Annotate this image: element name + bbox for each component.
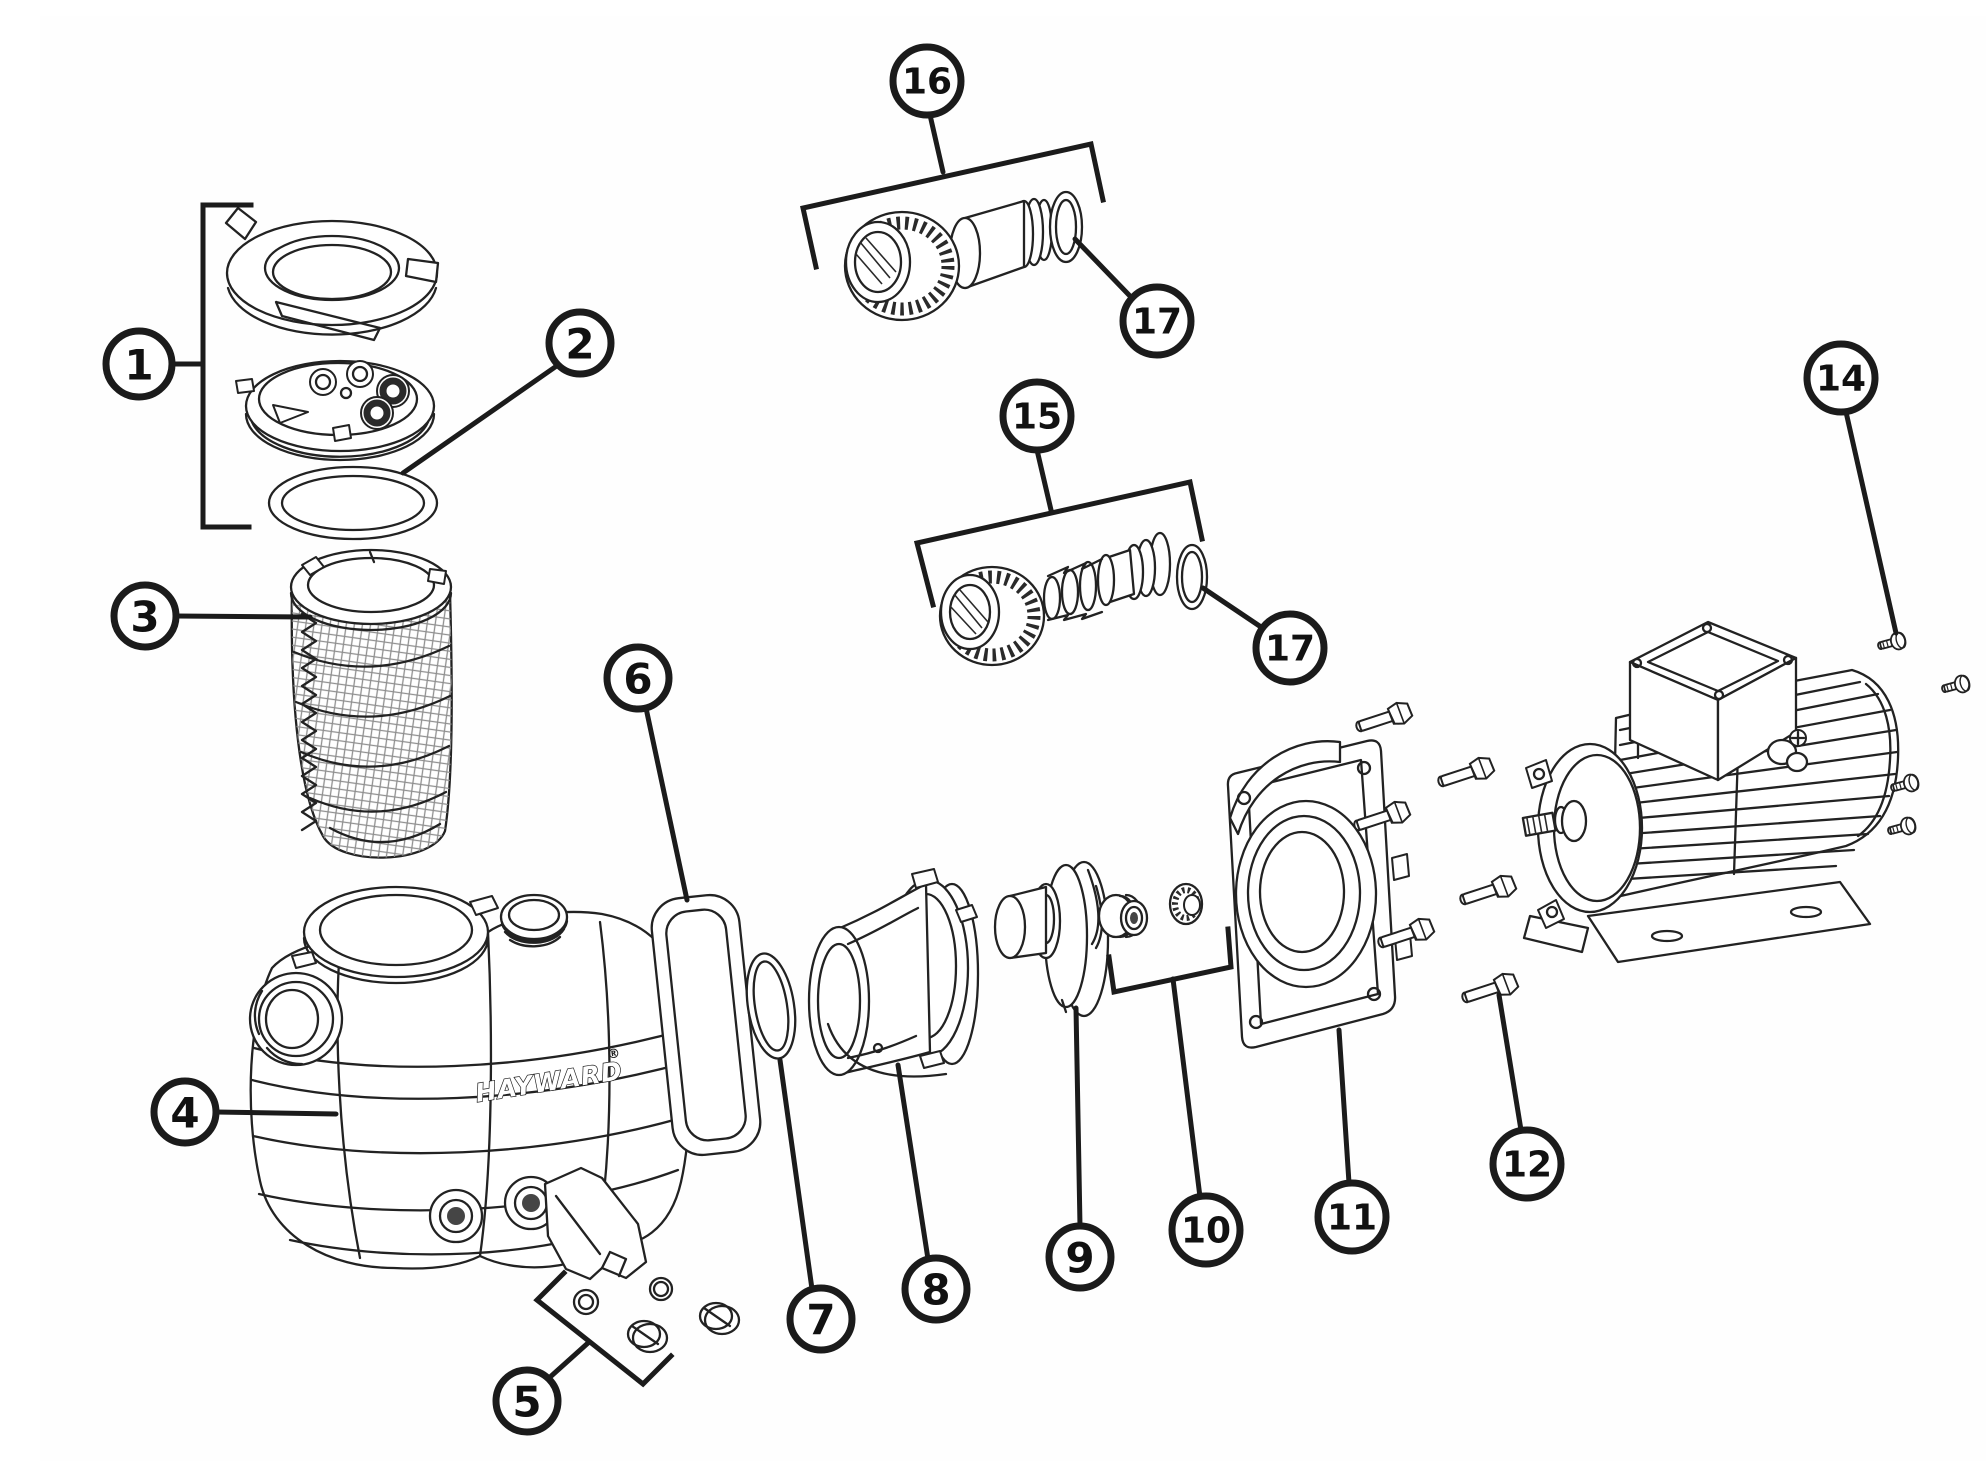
callout-bubble	[1168, 1192, 1244, 1268]
drain-plug-kit	[572, 1276, 741, 1354]
callout-bubble	[110, 581, 180, 651]
callout-leader-line	[173, 613, 313, 620]
callout-3: 3	[110, 581, 313, 651]
callout-number: 17	[1132, 302, 1182, 343]
callout-leader-line	[1496, 992, 1524, 1133]
callout-5: 5	[492, 1269, 675, 1436]
callout-bubble	[102, 327, 176, 401]
callout-leader-line	[895, 1062, 931, 1262]
union-nut-hose-assembly	[938, 531, 1209, 667]
callout-leader-line	[1072, 236, 1132, 298]
callout-14: 14	[1803, 340, 1899, 636]
callout-number: 5	[512, 1378, 541, 1427]
callout-bubble	[1803, 340, 1879, 416]
callout-bubble	[1314, 1179, 1390, 1255]
callout-bubble	[1045, 1222, 1115, 1292]
housing-gasket	[650, 893, 762, 1157]
callout-bubble	[492, 1366, 562, 1436]
callout-17a: 17	[1072, 236, 1195, 359]
cover-oring	[267, 465, 439, 541]
callout-leader-line	[1170, 976, 1203, 1200]
callout-6: 6	[603, 643, 690, 903]
callout-number: 6	[623, 655, 652, 704]
callout-bubble	[545, 308, 615, 378]
strainer-cover-lid	[235, 359, 436, 462]
lock-ring	[224, 206, 440, 342]
callout-10: 10	[1106, 926, 1244, 1268]
callout-leader-line	[1336, 1027, 1352, 1186]
callout-leader-line	[1073, 1005, 1083, 1229]
callout-12: 12	[1489, 992, 1565, 1202]
callout-number: 4	[170, 1089, 199, 1138]
diffuser	[807, 868, 980, 1078]
callout-bubble	[901, 1254, 971, 1324]
callout-number: 17	[1265, 629, 1315, 670]
callout-2: 2	[400, 308, 615, 476]
callout-15: 15	[913, 378, 1205, 609]
callout-4: 4	[150, 1077, 339, 1147]
seal-plate	[1226, 739, 1413, 1049]
exploded-parts-diagram: HAYWARD ®	[40, 16, 1986, 1461]
callout-1: 1	[102, 202, 254, 530]
callout-bubble	[150, 1077, 220, 1147]
callout-7: 7	[777, 1057, 856, 1354]
callout-bracket	[913, 479, 1205, 609]
callout-bubble	[1119, 283, 1195, 359]
impeller	[993, 860, 1110, 1018]
brand-reg-mark: ®	[606, 1046, 621, 1063]
callout-leader-line	[400, 362, 561, 476]
union-nut-slip-assembly	[843, 190, 1084, 322]
pump-housing: HAYWARD ®	[248, 885, 692, 1281]
callout-number: 3	[130, 593, 159, 642]
callout-bubble	[1252, 610, 1328, 686]
callout-bubble	[786, 1284, 856, 1354]
callout-number: 7	[806, 1296, 835, 1345]
callout-leader-line	[1034, 447, 1054, 513]
callout-number: 9	[1065, 1234, 1094, 1283]
callout-9: 9	[1045, 1005, 1115, 1292]
callout-bracket	[1106, 926, 1234, 996]
callout-number: 1	[124, 341, 153, 390]
callout-leader-line	[1200, 585, 1264, 630]
callout-leader-line	[643, 705, 690, 903]
callout-leader-line	[1843, 409, 1899, 636]
callout-leader-line	[927, 112, 946, 175]
diagram-canvas: HAYWARD ®	[102, 43, 1973, 1436]
callout-number: 11	[1327, 1198, 1377, 1239]
callout-number: 10	[1181, 1211, 1231, 1252]
shaft-seal-assembly	[1097, 882, 1204, 939]
callout-leader-line	[213, 1109, 339, 1117]
callout-number: 12	[1502, 1145, 1552, 1186]
callout-number: 16	[902, 62, 952, 103]
callout-11: 11	[1314, 1027, 1390, 1255]
callout-bracket	[800, 141, 1106, 270]
motor	[1521, 620, 1900, 964]
callout-bubble	[1489, 1126, 1565, 1202]
callout-number: 8	[921, 1266, 950, 1315]
callout-leader-line	[777, 1057, 815, 1292]
callout-bubble	[889, 43, 965, 119]
callout-number: 14	[1816, 359, 1866, 400]
callout-17b: 17	[1200, 585, 1328, 686]
callout-leader-line	[546, 1340, 591, 1381]
callout-number: 2	[565, 320, 594, 369]
callout-bubble	[999, 378, 1075, 454]
strainer-basket	[289, 548, 453, 859]
callout-16: 16	[800, 43, 1106, 270]
callout-number: 15	[1012, 397, 1062, 438]
callout-bubble	[603, 643, 673, 713]
callout-8: 8	[895, 1062, 971, 1324]
